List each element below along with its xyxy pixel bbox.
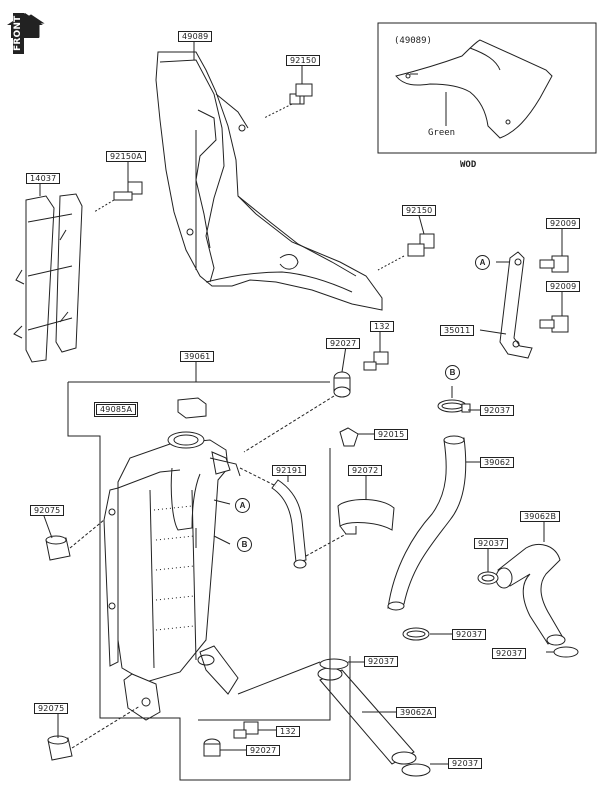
screw-132-bottom xyxy=(233,721,259,739)
part-label-92150-mid[interactable]: 92150 xyxy=(402,205,437,216)
collar-92027-bottom xyxy=(203,738,221,757)
grommet-92075-top xyxy=(45,535,71,561)
part-label-92009[interactable]: 92009 xyxy=(546,218,581,229)
part-label-92037-b[interactable]: 92037 xyxy=(480,405,515,416)
clamp-92037-b xyxy=(437,399,471,413)
radiator-guard-14037 xyxy=(13,193,83,363)
clamp-92037-bottom xyxy=(401,763,431,777)
part-label-39062b[interactable]: 39062B xyxy=(520,511,561,522)
hose-39062a xyxy=(317,667,417,765)
part-label-132-bottom[interactable]: 132 xyxy=(276,726,300,737)
part-label-49085a[interactable]: 49085A xyxy=(93,402,139,417)
part-label-92072[interactable]: 92072 xyxy=(348,465,383,476)
clamp-92037-low xyxy=(402,627,430,641)
part-label-39062[interactable]: 39062 xyxy=(480,457,515,468)
part-label-92037-mid[interactable]: 92037 xyxy=(474,538,509,549)
front-badge-label: FRONT xyxy=(13,12,24,54)
part-label-92009-b[interactable]: 92009 xyxy=(546,281,581,292)
inset-title: (49089) xyxy=(394,36,432,46)
radiator-39061 xyxy=(103,431,241,721)
clamp-92015 xyxy=(339,427,359,447)
inset-frame xyxy=(377,22,597,154)
hose-39062 xyxy=(387,435,467,611)
part-label-92150a[interactable]: 92150A xyxy=(106,151,147,162)
shroud-outline xyxy=(155,51,383,311)
bolt-92009-lower xyxy=(539,315,569,333)
bracket-35011 xyxy=(499,251,533,359)
clamp-92037-right xyxy=(553,646,579,658)
bolt-92009-upper xyxy=(539,255,569,273)
part-label-92037-bottom[interactable]: 92037 xyxy=(448,758,483,769)
part-label-92015[interactable]: 92015 xyxy=(374,429,409,440)
part-label-14037[interactable]: 14037 xyxy=(26,173,61,184)
part-label-92037-low[interactable]: 92037 xyxy=(452,629,487,640)
clamp-92037-hose xyxy=(319,658,349,670)
hose-92191 xyxy=(271,479,307,569)
part-label-39061[interactable]: 39061 xyxy=(180,351,215,362)
bolt-92150-top xyxy=(289,83,313,105)
ref-a-bracket: A xyxy=(475,255,490,270)
grommet-92075-bottom xyxy=(47,735,73,761)
bolt-92150-mid xyxy=(407,233,435,257)
part-label-35011[interactable]: 35011 xyxy=(440,325,475,336)
part-label-132-top[interactable]: 132 xyxy=(370,321,394,332)
part-label-92027-bottom[interactable]: 92027 xyxy=(246,745,281,756)
part-label-92191[interactable]: 92191 xyxy=(272,465,307,476)
inset-shroud xyxy=(395,39,553,139)
part-label-39062a[interactable]: 39062A xyxy=(396,707,437,718)
part-label-49089[interactable]: 49089 xyxy=(178,31,213,42)
clamp-92072 xyxy=(337,499,395,535)
ref-b-radiator: B xyxy=(237,537,252,552)
screw-132-top xyxy=(363,351,389,371)
part-label-92037-right[interactable]: 92037 xyxy=(492,648,527,659)
inset-color-label: Green xyxy=(428,128,456,138)
part-label-92037-hose[interactable]: 92037 xyxy=(364,656,399,667)
part-label-92075-bottom[interactable]: 92075 xyxy=(34,703,69,714)
ref-a-radiator: A xyxy=(235,498,250,513)
hose-39062b xyxy=(495,544,566,646)
bolt-92150a xyxy=(113,181,143,201)
collar-92027-top xyxy=(333,371,351,398)
part-label-92150-top[interactable]: 92150 xyxy=(286,55,321,66)
ref-b-hose: B xyxy=(445,365,460,380)
part-label-92027-top[interactable]: 92027 xyxy=(326,338,361,349)
grommet-49085a xyxy=(177,397,207,419)
clamp-92037-mid xyxy=(477,571,499,585)
part-label-92075-top[interactable]: 92075 xyxy=(30,505,65,516)
inset-caption: WOD xyxy=(460,160,477,170)
